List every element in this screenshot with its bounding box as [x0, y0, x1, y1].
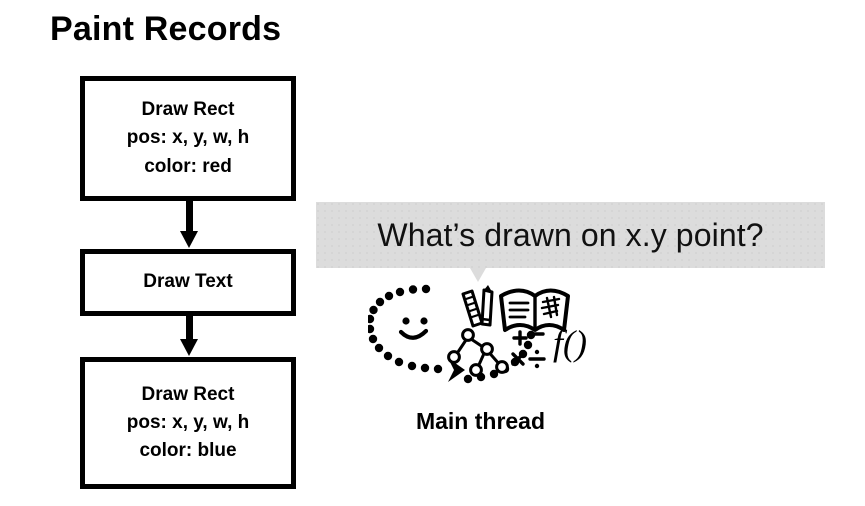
flow-arrow-down-1	[180, 200, 198, 250]
flow-arrow-down-2	[180, 314, 198, 358]
function-notation-icon: f()	[553, 323, 587, 363]
main-thread-illustration: f()	[368, 283, 593, 398]
page-title: Paint Records	[50, 10, 282, 48]
open-book-icon	[499, 288, 570, 332]
record-color-label: color: red	[144, 155, 232, 177]
arrow-head	[180, 231, 198, 248]
main-thread-label: Main thread	[415, 408, 546, 434]
record-command-label: Draw Text	[143, 271, 233, 293]
arrow-shaft	[186, 200, 193, 233]
smiley-face-icon	[398, 317, 429, 340]
pencil-icon	[480, 285, 494, 327]
record-command-label: Draw Rect	[141, 99, 235, 121]
record-pos-label: pos: x, y, w, h	[126, 127, 250, 149]
paint-record-box-draw-text: Draw Text	[80, 249, 296, 316]
dotted-loop-arrow-icon	[368, 284, 536, 384]
math-symbols-icon	[511, 330, 546, 369]
record-color-label: color: blue	[139, 440, 237, 462]
ruler-icon	[461, 289, 484, 328]
record-pos-label: pos: x, y, w, h	[126, 411, 250, 433]
record-command-label: Draw Rect	[141, 383, 235, 405]
speech-bubble-text: What’s drawn on x.y point?	[377, 216, 764, 253]
arrow-shaft	[186, 314, 193, 341]
speech-bubble: What’s drawn on x.y point?	[316, 202, 825, 268]
arrow-head	[180, 339, 198, 356]
speech-bubble-tail-icon	[470, 268, 486, 282]
paint-record-box-draw-rect-blue: Draw Rect pos: x, y, w, h color: blue	[80, 357, 296, 489]
tree-graph-icon	[447, 328, 509, 377]
paint-record-box-draw-rect-red: Draw Rect pos: x, y, w, h color: red	[80, 76, 296, 201]
